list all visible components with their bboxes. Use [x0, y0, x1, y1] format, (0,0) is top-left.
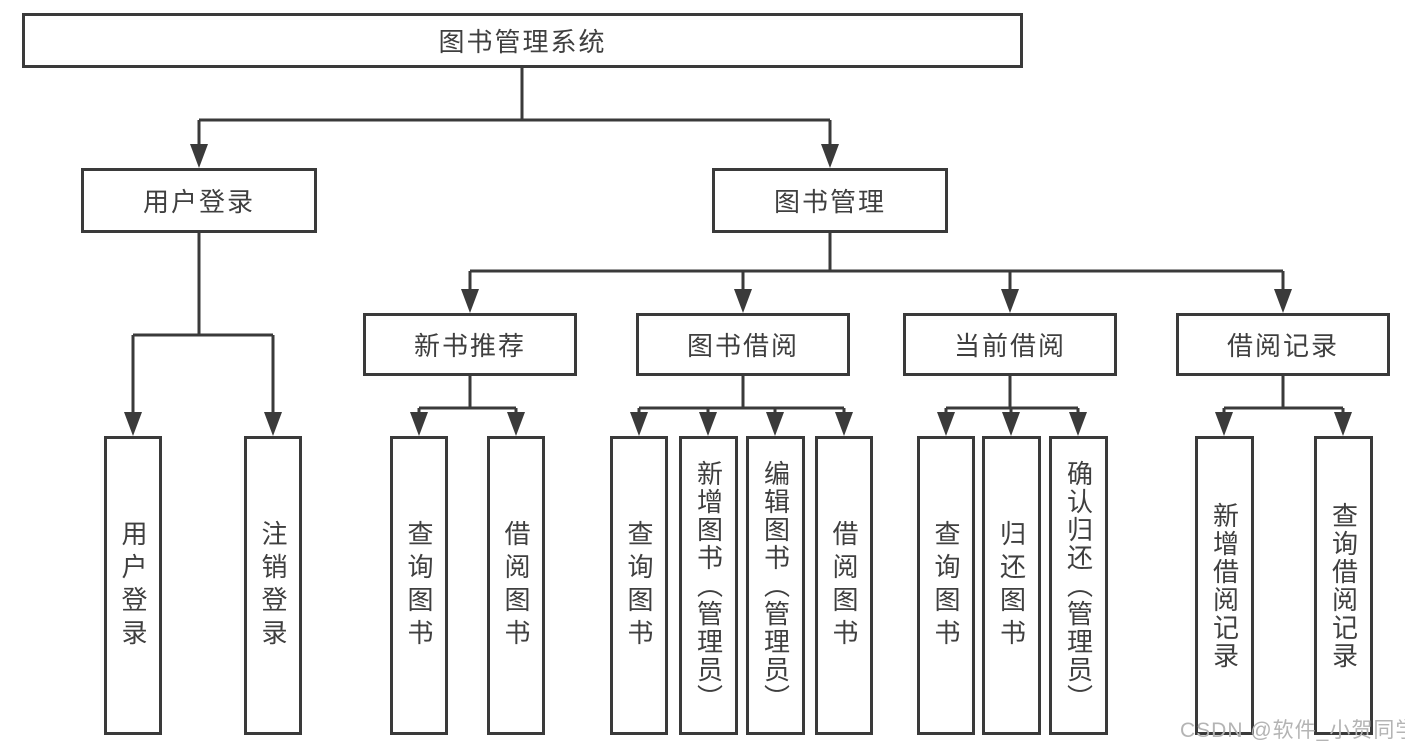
- leaf-label: 确认归还（管理员）: [1063, 459, 1094, 712]
- leaf-label: 查询借阅记录: [1328, 501, 1359, 670]
- leaf-label: 查询图书: [931, 519, 961, 652]
- leaf-current-confirm-return-admin: 确认归还（管理员）: [1049, 436, 1108, 735]
- csdn-watermark: CSDN @软件_小贺同学: [1180, 719, 1405, 742]
- node-current-borrow: 当前借阅: [903, 313, 1117, 376]
- leaf-borrow-borrow-books: 借阅图书: [815, 436, 873, 735]
- leaf-label: 新增图书（管理员）: [693, 459, 724, 712]
- leaf-current-return-books: 归还图书: [982, 436, 1041, 735]
- leaf-user-login: 用户登录: [104, 436, 162, 735]
- leaf-label: 查询图书: [404, 519, 434, 652]
- leaf-records-query-record: 查询借阅记录: [1314, 436, 1373, 735]
- node-new-book-recommend: 新书推荐: [363, 313, 577, 376]
- node-book-borrow: 图书借阅: [636, 313, 850, 376]
- node-borrow-records: 借阅记录: [1176, 313, 1390, 376]
- leaf-label: 借阅图书: [501, 519, 531, 652]
- leaf-newbook-borrow-books: 借阅图书: [487, 436, 545, 735]
- node-root-system: 图书管理系统: [22, 13, 1023, 68]
- leaf-label: 新增借阅记录: [1209, 501, 1240, 670]
- leaf-label: 注销登录: [258, 519, 288, 652]
- leaf-label: 用户登录: [118, 519, 148, 652]
- leaf-borrow-add-books-admin: 新增图书（管理员）: [679, 436, 738, 735]
- node-book-management-branch: 图书管理: [712, 168, 948, 233]
- leaf-records-add-record: 新增借阅记录: [1195, 436, 1254, 735]
- leaf-label: 归还图书: [996, 519, 1027, 652]
- leaf-logout: 注销登录: [244, 436, 302, 735]
- leaf-newbook-query-books: 查询图书: [390, 436, 448, 735]
- leaf-current-query-books: 查询图书: [917, 436, 975, 735]
- leaf-label: 查询图书: [624, 519, 654, 652]
- leaf-borrow-query-books: 查询图书: [610, 436, 668, 735]
- leaf-borrow-edit-books-admin: 编辑图书（管理员）: [746, 436, 805, 735]
- leaf-label: 编辑图书（管理员）: [760, 459, 791, 712]
- leaf-label: 借阅图书: [829, 519, 859, 652]
- node-user-login-branch: 用户登录: [81, 168, 317, 233]
